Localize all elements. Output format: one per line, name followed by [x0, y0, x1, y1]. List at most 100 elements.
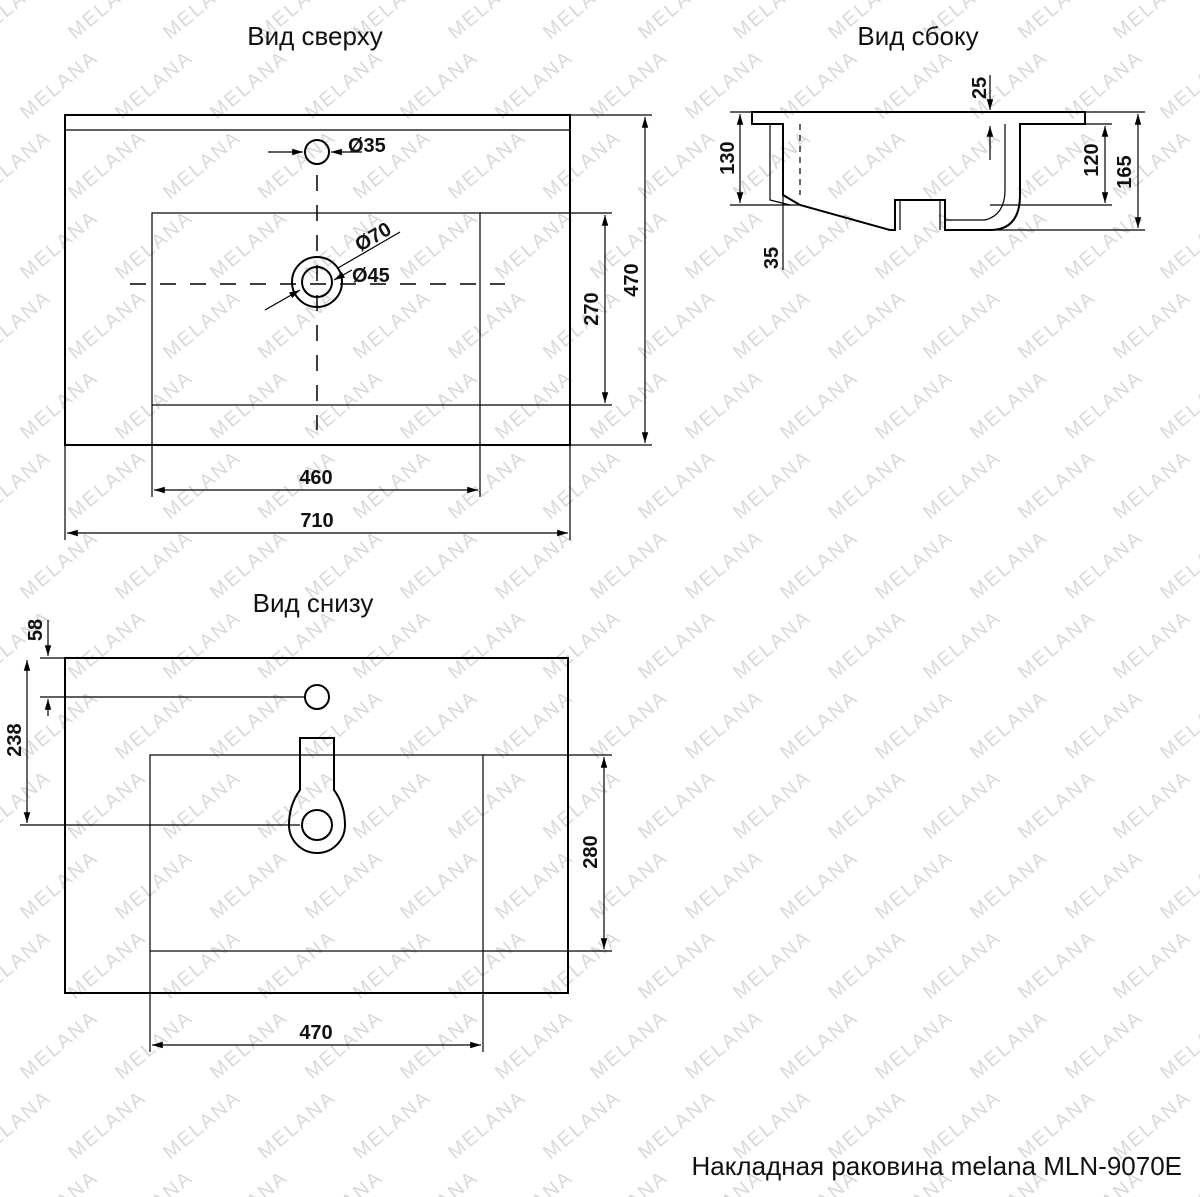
watermark-text: MELANA: [64, 126, 150, 203]
dim-bottom-drain-offset: 238: [4, 723, 26, 756]
watermark-text: MELANA: [0, 1086, 55, 1163]
watermark-text: MELANA: [1014, 766, 1100, 843]
watermark-text: MELANA: [1061, 526, 1147, 603]
watermark-text: MELANA: [1109, 286, 1195, 363]
watermark-text: MELANA: [64, 0, 150, 44]
watermark-text: MELANA: [966, 366, 1052, 443]
watermark-text: MELANA: [919, 286, 1005, 363]
watermark-text: MELANA: [586, 1006, 672, 1083]
caption: Накладная раковина melana MLN-9070E: [692, 1151, 1182, 1181]
watermark-text: MELANA: [871, 846, 957, 923]
watermark-text: MELANA: [539, 126, 625, 203]
dim-drain: Ø45: [352, 265, 390, 287]
watermark-text: MELANA: [254, 606, 340, 683]
watermark-text: MELANA: [16, 46, 102, 123]
bottom-bowl: [149, 754, 484, 952]
watermark-text: MELANA: [681, 206, 767, 283]
dim-side-rim: 25: [969, 77, 991, 99]
watermark-text: MELANA: [0, 446, 55, 523]
watermark-text: MELANA: [729, 286, 815, 363]
watermark-text: MELANA: [64, 286, 150, 363]
watermark-text: MELANA: [111, 1166, 197, 1197]
watermark-text: MELANA: [16, 1006, 102, 1083]
watermark-text: MELANA: [1014, 446, 1100, 523]
watermark-text: MELANA: [491, 846, 577, 923]
watermark-text: MELANA: [966, 846, 1052, 923]
watermark-text: MELANA: [729, 766, 815, 843]
watermark-text: MELANA: [1061, 206, 1147, 283]
watermark-text: MELANA: [871, 366, 957, 443]
watermark-text: MELANA: [254, 126, 340, 203]
watermark-text: MELANA: [539, 766, 625, 843]
watermark-text: MELANA: [681, 686, 767, 763]
dim-bottom-bowl-width: 470: [299, 1022, 332, 1044]
watermark-text: MELANA: [1014, 0, 1100, 44]
bottom-view-title: Вид снизу: [253, 588, 374, 618]
watermark-text: MELANA: [16, 846, 102, 923]
watermark-text: MELANA: [159, 446, 245, 523]
watermark-text: MELANA: [1109, 0, 1195, 44]
watermark-text: MELANA: [871, 526, 957, 603]
watermark-text: MELANA: [0, 766, 55, 843]
watermark-text: MELANA: [1156, 1006, 1200, 1083]
watermark-text: MELANA: [776, 846, 862, 923]
watermark-text: MELANA: [681, 1006, 767, 1083]
watermark-text: MELANA: [1156, 366, 1200, 443]
watermark-text: MELANA: [634, 126, 720, 203]
watermark-text: MELANA: [396, 686, 482, 763]
watermark-text: MELANA: [1156, 686, 1200, 763]
side-view: Вид сбоку 130 35 25 120 165: [717, 21, 1145, 270]
watermark-text: MELANA: [111, 686, 197, 763]
watermark-text: MELANA: [16, 206, 102, 283]
watermark-text: MELANA: [111, 846, 197, 923]
watermark-text: MELANA: [0, 286, 55, 363]
watermark-text: MELANA: [919, 446, 1005, 523]
watermark-text: MELANA: [206, 686, 292, 763]
watermark-text: MELANA: [634, 0, 720, 44]
watermark-text: MELANA: [1109, 446, 1195, 523]
watermark-text: MELANA: [1061, 366, 1147, 443]
watermark-text: MELANA: [0, 926, 55, 1003]
watermark-text: MELANA: [539, 1086, 625, 1163]
watermark-text: MELANA: [776, 1006, 862, 1083]
watermark-text: MELANA: [586, 1166, 672, 1197]
watermark-text: MELANA: [681, 526, 767, 603]
watermark-text: MELANA: [966, 526, 1052, 603]
watermark-text: MELANA: [1014, 606, 1100, 683]
watermark-text: MELANA: [0, 0, 55, 44]
watermark-text: MELANA: [111, 46, 197, 123]
dim-side-bottom-offset: 35: [761, 247, 783, 269]
tap-hole: [304, 139, 330, 165]
watermark-text: MELANA: [1014, 286, 1100, 363]
watermark-text: MELANA: [919, 126, 1005, 203]
watermark-text: MELANA: [159, 1086, 245, 1163]
top-bowl: [151, 212, 481, 406]
watermark-text: MELANA: [729, 0, 815, 44]
watermark-text: MELANA: [349, 606, 435, 683]
watermark-text: MELANA: [586, 526, 672, 603]
watermark-text: MELANA: [349, 1086, 435, 1163]
dim-bottom-hole-offset: 58: [25, 619, 47, 641]
bottom-drain-hole: [301, 809, 333, 841]
watermark-text: MELANA: [824, 766, 910, 843]
watermark-text: MELANA: [539, 0, 625, 44]
watermark-text: MELANA: [1109, 766, 1195, 843]
bottom-drain-pipe: [287, 737, 347, 854]
watermark-text: MELANA: [159, 126, 245, 203]
top-view-title: Вид сверху: [247, 21, 382, 51]
dim-tap-hole: Ø35: [348, 135, 386, 157]
watermark-text: MELANA: [634, 606, 720, 683]
watermark-text: MELANA: [919, 766, 1005, 843]
watermark-text: MELANA: [396, 206, 482, 283]
watermark-text: MELANA: [586, 46, 672, 123]
watermark-text: MELANA: [206, 206, 292, 283]
watermark-text: MELANA: [681, 846, 767, 923]
watermark-text: MELANA: [491, 206, 577, 283]
watermark-text: MELANA: [1061, 686, 1147, 763]
watermark-text: MELANA: [491, 1006, 577, 1083]
watermark-text: MELANA: [444, 766, 530, 843]
watermark-text: MELANA: [491, 686, 577, 763]
watermark-text: MELANA: [0, 606, 55, 683]
watermark-text: MELANA: [824, 926, 910, 1003]
watermark-text: MELANA: [1061, 1006, 1147, 1083]
